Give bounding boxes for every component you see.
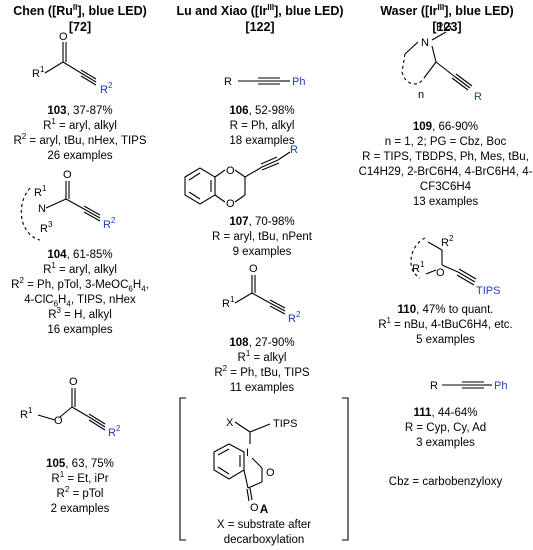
label-A-O2: O: [250, 502, 259, 514]
caption-108: 108, 27-90% R1 = alkyl R2 = Ph, tBu, TIP…: [214, 337, 310, 394]
header-waser: Waser ([IrIII], blue LED) [123]: [380, 2, 514, 34]
structure-107: [184, 151, 291, 205]
label-104-R2-sub: 2: [111, 216, 116, 225]
caption-111: 111, 44-64% R = Cyp, Cy, Ad 3 examples: [404, 407, 487, 449]
label-106-R: R: [224, 76, 232, 88]
label-103-R2: R: [100, 84, 108, 96]
label-105-R1: R: [20, 409, 28, 421]
structure-106: [238, 77, 290, 85]
label-103-R1: R: [32, 68, 40, 80]
label-109-n: n: [418, 89, 424, 101]
label-104-R3-sub: 3: [48, 220, 53, 229]
caption-107: 107, 70-98% R = aryl, tBu, nPent 9 examp…: [211, 216, 313, 258]
label-109-R: R: [474, 91, 482, 103]
label-A-I: I: [246, 447, 249, 459]
label-105-R1-sub: 1: [28, 406, 33, 415]
label-104-O: O: [63, 169, 72, 181]
label-104-R1-sub: 1: [42, 184, 47, 193]
header-chen: Chen ([RuII], blue LED) [72]: [13, 2, 147, 34]
label-110-TIPS: TIPS: [476, 285, 500, 297]
label-103-R1-sub: 1: [40, 65, 45, 74]
label-108-R1: R: [222, 298, 230, 310]
structure-109: [401, 31, 473, 91]
caption-106: 106, 52-98% R = Ph, alkyl 18 examples: [229, 105, 295, 147]
structure-111: [442, 381, 492, 389]
structure-104: [20, 181, 101, 241]
structure-108: [234, 275, 286, 315]
footnote-cbz: Cbz = carbobenzyloxy: [388, 476, 503, 488]
label-A-X: X: [226, 417, 234, 429]
caption-A: A X = substrate after decarboxylation: [216, 504, 312, 546]
label-111-R: R: [430, 380, 438, 392]
structure-103: [44, 42, 97, 86]
caption-109: 109, 66-90% n = 1, 2; PG = Cbz, Boc R = …: [358, 121, 533, 208]
caption-110: 110, 47% to quant. R1 = nBu, 4-tBuC6H4, …: [378, 304, 513, 346]
label-A-TIPS: TIPS: [273, 418, 297, 430]
label-108-O: O: [249, 263, 258, 275]
label-108-R1-sub: 1: [230, 295, 235, 304]
label-109-PG: PG: [436, 21, 452, 33]
label-107-O2: O: [226, 198, 235, 210]
structure-A: [213, 421, 271, 502]
label-103-O: O: [59, 31, 68, 43]
label-105-R2-sub: 2: [116, 424, 121, 433]
label-105-O2: O: [69, 376, 78, 388]
label-103-R2-sub: 2: [108, 81, 113, 90]
label-108-R2-sub: 2: [296, 310, 301, 319]
bracket-A: [179, 397, 349, 541]
label-107-R: R: [290, 144, 298, 156]
caption-104: 104, 61-85% R1 = aryl, alkyl R2 = Ph, pT…: [11, 249, 149, 336]
label-104-N: N: [38, 203, 46, 215]
label-110-R2-sub: 2: [449, 234, 454, 243]
label-A-O1: O: [266, 467, 275, 479]
caption-105: 105, 63, 75% R1 = Et, iPr R2 = pTol 2 ex…: [46, 458, 114, 515]
label-106-Ph: Ph: [292, 76, 305, 88]
label-110-R2: R: [441, 237, 449, 249]
label-104-R1: R: [34, 187, 42, 199]
label-108-R2: R: [288, 313, 296, 325]
caption-103: 103, 37-87% R1 = aryl, alkyl R2 = aryl, …: [13, 105, 147, 162]
label-104-R2: R: [103, 219, 111, 231]
label-111-Ph: Ph: [494, 380, 507, 392]
structure-105: [37, 388, 106, 431]
structure-110: [410, 237, 477, 286]
label-110-O: O: [436, 267, 445, 279]
label-109-N: N: [421, 37, 429, 49]
label-104-R3: R: [40, 223, 48, 235]
label-110-R1: R: [412, 263, 420, 275]
label-105-R2: R: [108, 427, 116, 439]
header-lu-xiao: Lu and Xiao ([IrIII], blue LED) [122]: [176, 2, 344, 34]
label-110-R1-sub: 1: [420, 260, 425, 269]
label-105-O: O: [54, 415, 63, 427]
label-107-O1: O: [226, 165, 235, 177]
